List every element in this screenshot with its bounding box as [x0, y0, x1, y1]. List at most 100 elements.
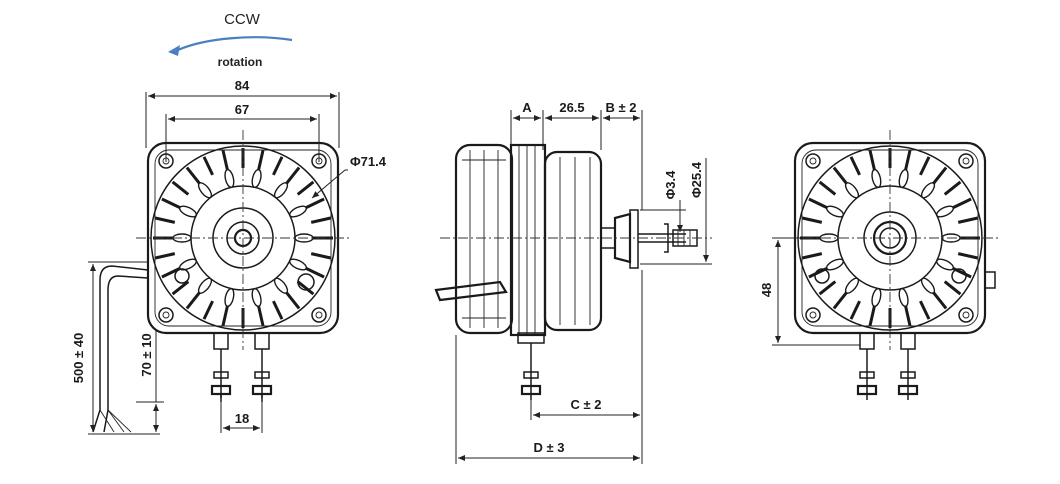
side-stator-stack [509, 143, 547, 344]
front-terminals [210, 332, 273, 402]
cooling-fin [221, 305, 229, 327]
cooling-fin [932, 291, 948, 310]
cooling-fin [257, 149, 265, 171]
vent-slot [273, 277, 289, 294]
cooling-fin [202, 300, 214, 320]
front-mounting-holes [158, 153, 327, 323]
vent-slot [826, 258, 844, 271]
dim-label-boss: Φ25.4 [689, 161, 704, 198]
side-shaft-assembly [600, 209, 698, 269]
cooling-fin [310, 252, 332, 260]
rotation-arrow-icon [177, 36, 293, 52]
diameter-leader: Φ71.4 [311, 154, 387, 199]
cooling-fin [818, 180, 837, 196]
rotation-direction-label: CCW [224, 11, 261, 28]
cooling-fin [296, 280, 315, 296]
cooling-fin [161, 267, 181, 279]
cooling-fin [952, 197, 972, 209]
cooling-fin [932, 166, 948, 185]
cooling-fin [154, 252, 176, 260]
vent-slot [844, 277, 860, 294]
cooling-fin [171, 280, 190, 296]
cooling-fin [305, 197, 325, 209]
vent-slot [936, 258, 954, 271]
rear-vent-slots [819, 168, 961, 308]
cooling-fin [154, 216, 176, 224]
cooling-fin [818, 280, 837, 296]
dim-label-48: 48 [759, 283, 774, 297]
dim-label-67: 67 [235, 102, 249, 117]
vent-slot [289, 205, 307, 218]
rear-side-plug [984, 271, 996, 289]
cooling-fin [904, 305, 912, 327]
front-vent-slots [172, 168, 314, 308]
dimension-26-5: 26.5 [545, 100, 602, 150]
vent-slot [273, 182, 289, 199]
vent-slot [871, 287, 882, 308]
cooling-fin [801, 216, 823, 224]
cooling-fin [849, 300, 861, 320]
rotation-indicator: CCW rotation [168, 11, 293, 69]
dim-label-b: B ± 2 [606, 100, 637, 115]
cooling-fin [257, 305, 265, 327]
vent-slot [936, 205, 954, 218]
cooling-fin [957, 216, 979, 224]
dimension-shaft-3-4: Φ3.4 [640, 170, 686, 232]
front-boss-left [174, 268, 190, 284]
side-terminal [520, 343, 542, 400]
dimension-70: 70 ± 10 [136, 330, 164, 432]
dim-label-d: D ± 3 [534, 440, 565, 455]
dimension-d: D ± 3 [455, 335, 643, 464]
rear-view: 48 [759, 130, 1000, 400]
cooling-fin [296, 180, 315, 196]
cooling-fin [185, 166, 201, 185]
vent-slot [920, 277, 936, 294]
cooling-fin [868, 305, 876, 327]
rotation-arrowhead-icon [168, 45, 180, 56]
dimension-a: A [510, 100, 544, 150]
vent-slot [251, 168, 262, 189]
vent-slot [224, 168, 235, 189]
cooling-fin [310, 216, 332, 224]
cooling-fin [904, 149, 912, 171]
vent-slot [179, 205, 197, 218]
cooling-fin [202, 156, 214, 176]
dim-label-84: 84 [235, 78, 250, 93]
cooling-fin [919, 156, 931, 176]
side-cable [434, 280, 508, 302]
cooling-fin [832, 166, 848, 185]
cooling-fin [868, 149, 876, 171]
cooling-fin [185, 291, 201, 310]
dimension-c: C ± 2 [530, 270, 643, 420]
cooling-fin [849, 156, 861, 176]
cooling-fin [272, 300, 284, 320]
cooling-fin [161, 197, 181, 209]
cooling-fin [285, 291, 301, 310]
vent-slot [251, 287, 262, 308]
vent-slot [819, 233, 839, 243]
dim-label-18: 18 [235, 411, 249, 426]
dim-label-70: 70 ± 10 [139, 333, 154, 376]
rear-terminals [856, 332, 919, 400]
cooling-fin [943, 180, 962, 196]
rear-boss-right [951, 268, 967, 284]
cooling-fin [221, 149, 229, 171]
dimension-500: 500 ± 40 [71, 261, 160, 435]
rear-boss-left [814, 268, 830, 284]
vent-slot [289, 258, 307, 271]
rear-mounting-holes [805, 153, 974, 323]
cooling-fin [285, 166, 301, 185]
cooling-fin [305, 267, 325, 279]
cooling-fin [832, 291, 848, 310]
side-front-housing [543, 150, 603, 332]
cooling-fin [801, 252, 823, 260]
vent-slot [179, 258, 197, 271]
rotation-caption: rotation [218, 55, 263, 69]
dim-label-shaft: Φ3.4 [663, 170, 678, 200]
vent-slot [898, 168, 909, 189]
dimension-b: B ± 2 [603, 100, 643, 210]
cooling-fin [272, 156, 284, 176]
cooling-fin [957, 252, 979, 260]
vent-slot [197, 277, 213, 294]
